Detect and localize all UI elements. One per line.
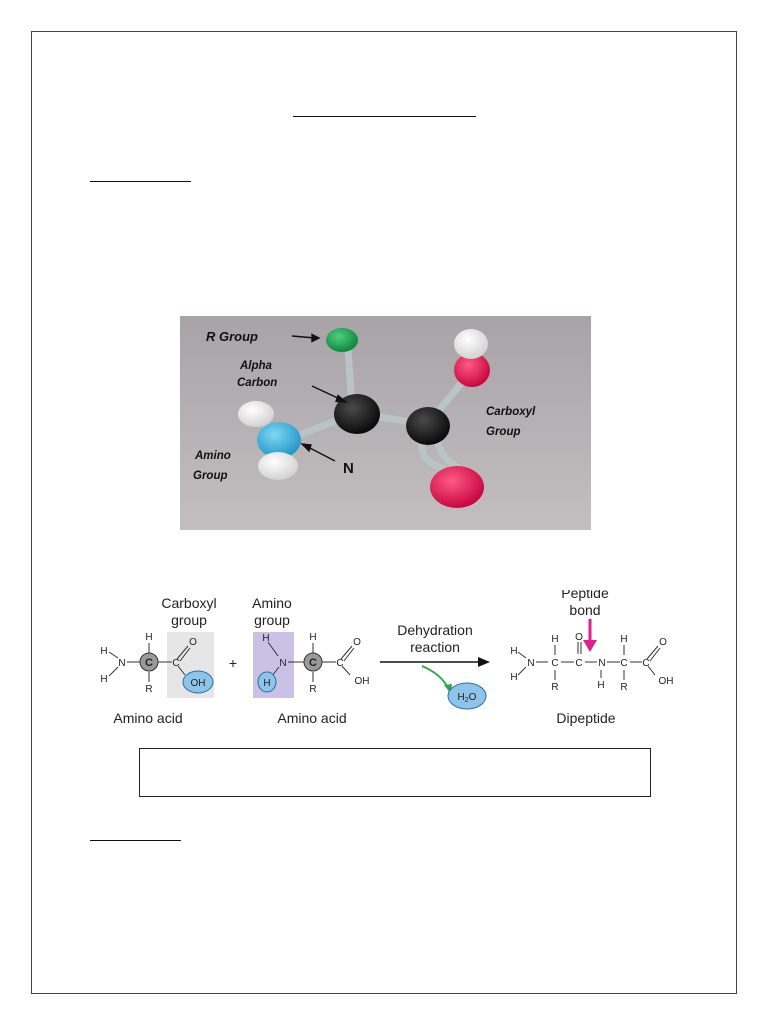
atom-h: H [145, 632, 152, 643]
atom-o: O [353, 637, 361, 648]
atom-h: H [263, 678, 270, 689]
amino-group-heading-line1: Amino [252, 595, 292, 611]
water-molecule [447, 682, 487, 710]
atom-o: O [575, 632, 583, 643]
atom-oh: OH [191, 678, 206, 689]
section-2-blank-line [90, 840, 181, 841]
molecule-model-illustration: R Group Alpha Carbon Carboxyl Group Amin… [180, 316, 591, 530]
atom-oh: OH [355, 676, 370, 687]
carboxyl-label-line2: Group [486, 426, 521, 438]
atom-n: N [279, 658, 286, 669]
atom-c: C [172, 658, 179, 669]
atom-c: C [551, 658, 558, 669]
h-ion [257, 671, 277, 693]
atom-h: H [262, 633, 269, 644]
atom-r: R [551, 682, 558, 693]
atom-n: N [118, 658, 125, 669]
dehydration-label-line2: reaction [410, 639, 460, 655]
carboxyl-group-heading-line1: Carboxyl [161, 595, 216, 611]
carboxyl-label-line1: Carboxyl [486, 406, 536, 418]
amino-acid-caption-1: Amino acid [113, 710, 182, 726]
amino-acid-caption-2: Amino acid [277, 710, 346, 726]
peptide-bond-label-line1: Peptide [561, 590, 609, 601]
amino-label-line1: Amino [194, 450, 231, 462]
atom-c: C [309, 657, 317, 669]
atom-c: C [575, 658, 582, 669]
peptide-bond-label-line2: bond [569, 602, 600, 618]
oh-ion [182, 670, 214, 694]
atom-r: R [620, 682, 627, 693]
r-group-atom [326, 328, 358, 352]
peptide-bond-arrow-shaft [588, 619, 592, 642]
atom-r: R [309, 684, 316, 695]
atom-h: H [309, 632, 316, 643]
water-label: H2O [458, 692, 477, 704]
atom-h: H [620, 634, 627, 645]
atom-n: N [527, 658, 534, 669]
atom-h: H [551, 634, 558, 645]
atom-o: O [189, 637, 197, 648]
nitrogen-label: N [343, 460, 354, 477]
caption-answer-box[interactable] [139, 748, 651, 797]
title-blank-line [293, 116, 476, 117]
alpha-carbon-label-line2: Carbon [237, 377, 277, 389]
atom-n: N [598, 658, 605, 669]
peptide-bond-arrowhead [583, 640, 597, 652]
atom-h: H [510, 646, 517, 657]
atom-c: C [642, 658, 649, 669]
amino-label-line2: Group [193, 470, 228, 482]
atom-h: H [510, 672, 517, 683]
atom-h: H [100, 674, 107, 685]
plus-sign: + [229, 655, 237, 671]
alpha-carbon-label-line1: Alpha [239, 360, 273, 372]
reaction-arrowhead [478, 657, 490, 667]
amino-group-heading-line2: group [254, 612, 290, 628]
atom-oh: OH [659, 676, 674, 687]
atom-h: H [100, 646, 107, 657]
dehydration-reaction-diagram: Carboxyl group Amino group Dehydration r… [96, 585, 680, 735]
alpha-carbon-atom [334, 394, 380, 434]
nitrogen-atom [257, 422, 301, 458]
atom-o: O [659, 637, 667, 648]
dipeptide-caption: Dipeptide [556, 710, 615, 726]
atom-c: C [145, 657, 153, 669]
atom-r: R [145, 684, 152, 695]
reaction-svg: Carboxyl group Amino group Dehydration r… [100, 585, 674, 726]
section-1-blank-line [90, 181, 191, 182]
molecule-model-photo: R Group Alpha Carbon Carboxyl Group Amin… [180, 316, 591, 530]
atom-c: C [620, 658, 627, 669]
carboxyl-group-heading-line2: group [171, 612, 207, 628]
water-release-arrow [421, 665, 449, 689]
atom-h: H [597, 680, 604, 691]
atom-c: C [336, 658, 343, 669]
dehydration-label-line1: Dehydration [397, 622, 473, 638]
r-group-label: R Group [206, 329, 258, 344]
